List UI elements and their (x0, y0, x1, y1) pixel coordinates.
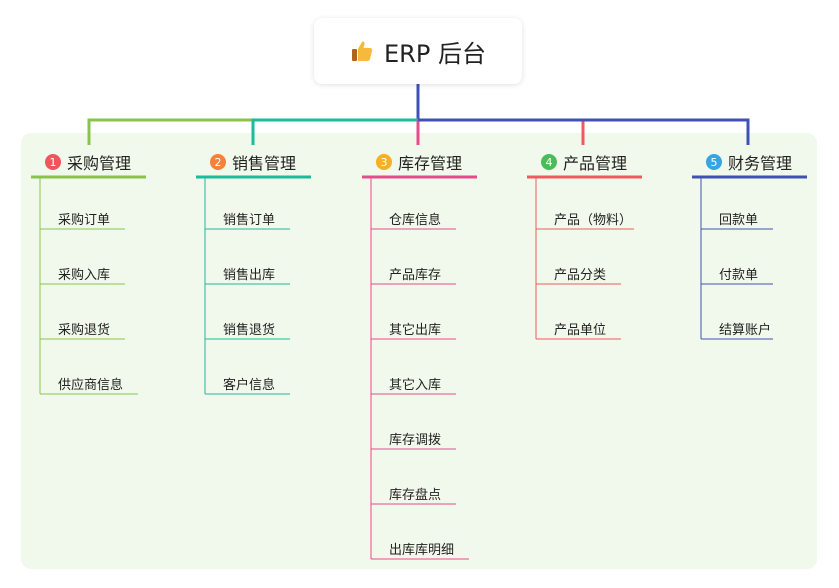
leaf-item: 其它出库 (389, 323, 442, 338)
branch-number-badge: 2 (210, 154, 226, 170)
branch-label: 库存管理 (398, 154, 463, 173)
branch-label: 销售管理 (232, 154, 297, 173)
root-node: ERP 后台 (314, 18, 522, 84)
branch-5: 5 财务管理 (706, 150, 792, 174)
branch-4: 4 产品管理 (541, 150, 627, 174)
leaf-item: 产品分类 (554, 268, 607, 283)
branch-label: 采购管理 (67, 154, 132, 173)
leaf-item: 库存盘点 (389, 488, 442, 503)
branch-number-badge: 5 (706, 154, 722, 170)
leaf-item: 供应商信息 (58, 378, 124, 393)
leaf-item: 库存调拨 (389, 433, 442, 448)
leaf-item: 采购退货 (58, 323, 111, 338)
leaf-item: 采购订单 (58, 213, 111, 228)
branch-label: 产品管理 (563, 154, 628, 173)
branch-number-badge: 1 (45, 154, 61, 170)
leaf-item: 付款单 (719, 268, 759, 283)
branch-number-badge: 4 (541, 154, 557, 170)
thumbs-up-icon (352, 41, 373, 61)
leaf-item: 销售退货 (223, 323, 276, 338)
leaf-item: 采购入库 (58, 268, 111, 283)
branches-background-panel (21, 133, 817, 569)
branch-1: 1 采购管理 (45, 150, 131, 174)
branch-2: 2 销售管理 (210, 150, 296, 174)
leaf-item: 结算账户 (719, 323, 772, 338)
leaf-item: 产品（物料） (554, 213, 633, 228)
connector-4 (418, 118, 585, 145)
leaf-item: 回款单 (719, 213, 759, 228)
leaf-item: 产品单位 (554, 323, 607, 338)
leaf-item: 其它入库 (389, 378, 442, 393)
connector-5 (418, 118, 750, 145)
connector-2 (251, 118, 418, 145)
leaf-item: 出库库明细 (389, 543, 455, 558)
branch-label: 财务管理 (728, 154, 793, 173)
branch-3: 3 库存管理 (376, 150, 462, 174)
branch-number-badge: 3 (376, 154, 392, 170)
leaf-item: 销售出库 (223, 268, 276, 283)
root-title: ERP 后台 (384, 39, 486, 68)
leaf-item: 仓库信息 (389, 213, 442, 228)
leaf-item: 客户信息 (223, 378, 276, 393)
leaf-item: 产品库存 (389, 268, 442, 283)
leaf-item: 销售订单 (223, 213, 276, 228)
